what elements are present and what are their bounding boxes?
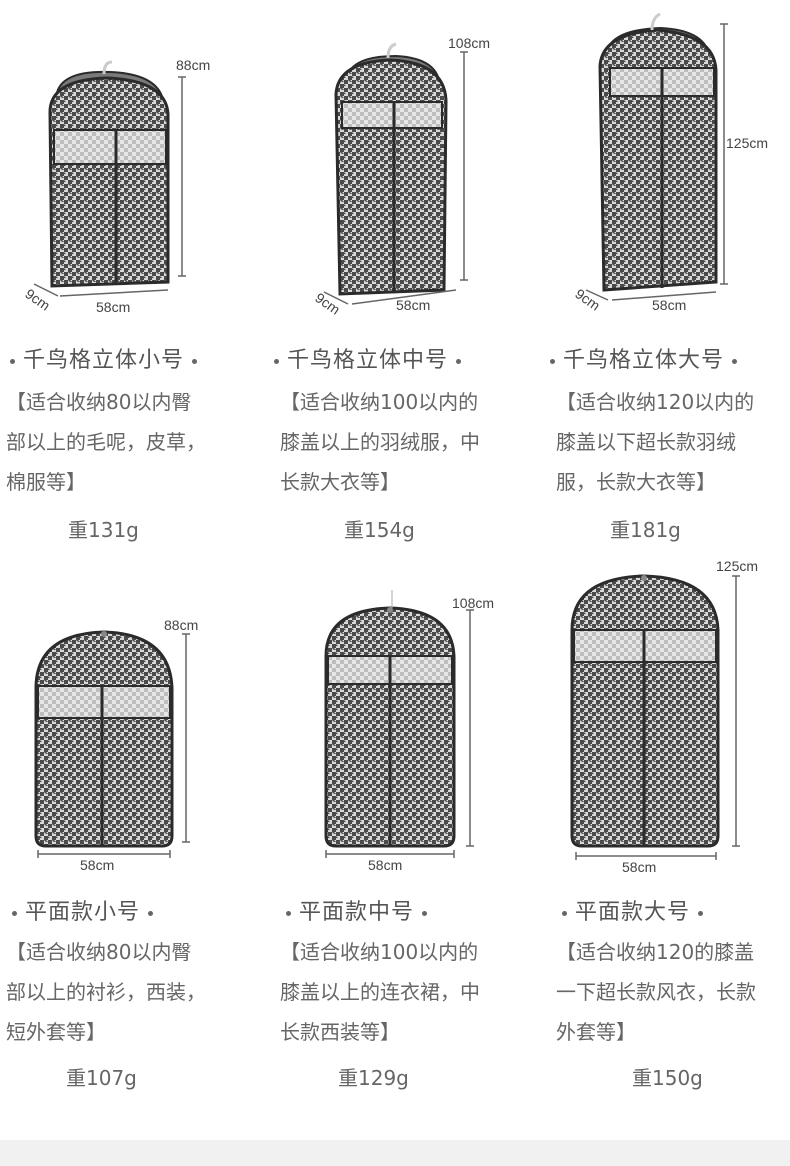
bullet-dot — [286, 910, 291, 916]
model-weight: 重154g — [344, 518, 415, 542]
bullet-dot — [274, 358, 279, 364]
model-weight: 重150g — [632, 1066, 703, 1090]
dim-width-label: 58cm — [80, 857, 114, 873]
dim-height-label: 108cm — [452, 595, 494, 611]
model-description: 【适合收纳100以内的 膝盖以上的连衣裙，中 长款西装等】 — [280, 940, 480, 1044]
model-title: 平面款中号 — [278, 894, 435, 926]
dim-height-label: 125cm — [716, 558, 758, 574]
bullet-dot — [192, 358, 198, 364]
model-title: 千鸟格立体小号 — [2, 342, 205, 374]
model-description: 【适合收纳120的膝盖 一下超长款风衣，长款 外套等】 — [556, 940, 756, 1044]
model-weight: 重129g — [338, 1066, 409, 1090]
dim-height-label: 88cm — [176, 57, 210, 73]
dim-width-label: 58cm — [368, 857, 402, 873]
model-weight: 重131g — [68, 518, 139, 542]
model-description: 【适合收纳80以内臀 部以上的衬衫，西装， 短外套等】 — [6, 940, 206, 1044]
dim-height-label: 125cm — [726, 135, 768, 151]
dim-depth-label: 9cm — [22, 285, 53, 313]
model-weight: 重181g — [610, 518, 681, 542]
dim-width-label: 58cm — [652, 297, 686, 313]
bag-flat-small: 88cm 58cm — [34, 617, 198, 873]
bag-3d-large: 125cm 58cm 9cm — [572, 12, 768, 314]
bullet-dot — [698, 910, 704, 916]
dim-width-label: 58cm — [96, 299, 130, 315]
model-weight: 重107g — [66, 1066, 137, 1090]
bag-flat-large: 125cm 58cm — [570, 558, 758, 875]
bullet-dot — [550, 358, 555, 364]
bullet-dot — [10, 358, 15, 364]
bag-3d-medium: 108cm 58cm 9cm — [312, 35, 490, 318]
bottom-divider-band — [0, 1140, 790, 1166]
bullet-dot — [148, 910, 154, 916]
dim-width-label: 58cm — [622, 859, 656, 875]
bullet-dot — [422, 910, 428, 916]
model-title: 千鸟格立体中号 — [266, 342, 469, 374]
dim-height-label: 88cm — [164, 617, 198, 633]
model-description: 【适合收纳100以内的 膝盖以上的羽绒服，中 长款大衣等】 — [280, 390, 480, 494]
bag-flat-medium: 108cm 58cm — [324, 590, 494, 873]
dim-depth-label: 9cm — [572, 285, 603, 313]
dim-width-label: 58cm — [396, 297, 430, 313]
model-title: 平面款大号 — [554, 894, 711, 926]
bullet-dot — [732, 358, 738, 364]
bullet-dot — [456, 358, 462, 364]
model-title: 千鸟格立体大号 — [542, 342, 745, 374]
dim-height-label: 108cm — [448, 35, 490, 51]
model-description: 【适合收纳120以内的 膝盖以下超长款羽绒 服，长款大衣等】 — [556, 390, 755, 494]
model-description: 【适合收纳80以内臀 部以上的毛呢，皮草， 棉服等】 — [6, 390, 206, 494]
bullet-dot — [562, 910, 567, 916]
model-title: 平面款小号 — [4, 894, 161, 926]
bullet-dot — [12, 910, 17, 916]
bag-3d-small: 88cm 58cm 9cm — [22, 57, 210, 315]
